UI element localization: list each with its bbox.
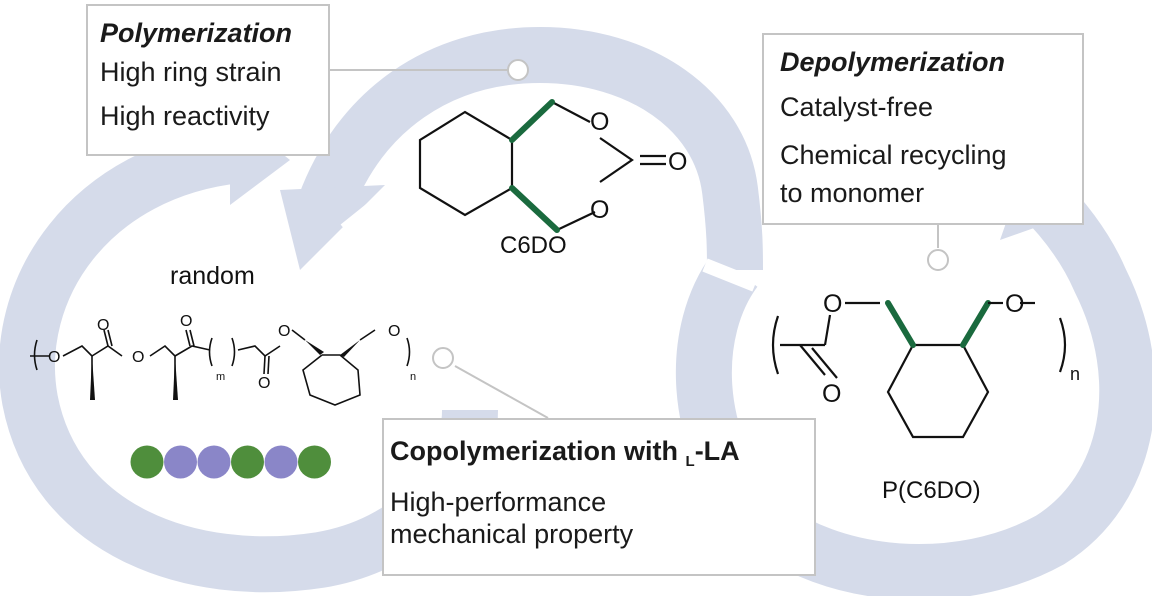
copolymer-atom-2: O xyxy=(97,317,109,334)
polymer-name: P(C6DO) xyxy=(882,477,981,504)
bead-purple xyxy=(264,445,298,479)
copolymer-atom-1: O xyxy=(48,349,60,366)
copolymer-atom-6: O xyxy=(278,323,290,340)
copolymer-atom-3: O xyxy=(132,349,144,366)
depolymerization-line-1: Catalyst-free xyxy=(780,92,934,122)
polymer-structure xyxy=(771,301,1067,439)
polymerization-title: Polymerization xyxy=(100,18,293,48)
copolymer-atom-4: O xyxy=(180,313,192,330)
copolymer-structure xyxy=(30,329,411,406)
copolymerization-title-end: -LA xyxy=(694,436,740,466)
copolymerization-title-main: Copolymerization with xyxy=(390,436,686,466)
depolymerization-title: Depolymerization xyxy=(780,47,1006,77)
copolymer-label: random xyxy=(170,262,255,290)
polymer-atom-1: O xyxy=(823,290,842,318)
monomer-atom-2: O xyxy=(590,196,609,224)
polymerization-callout: Polymerization High ring strain High rea… xyxy=(86,4,330,156)
depolymerization-callout: Depolymerization Catalyst-free Chemical … xyxy=(762,33,1084,225)
monomer-name: C6DO xyxy=(500,232,567,259)
bead-purple xyxy=(197,445,231,479)
monomer-green-bonds xyxy=(509,99,560,233)
polymer-chain-bonds xyxy=(823,301,1003,346)
sequence-beads xyxy=(130,445,331,479)
copolymerization-line-1: High-performance xyxy=(390,487,607,517)
depolymerization-line-3: to monomer xyxy=(780,178,925,208)
callout-connectors xyxy=(330,59,949,419)
copolymer-atom-5: O xyxy=(258,375,270,392)
bead-green xyxy=(130,445,164,479)
bead-purple xyxy=(164,445,197,479)
polymerization-line-2: High reactivity xyxy=(100,101,270,131)
polymer-atom-2: O xyxy=(1005,290,1024,318)
polymer-atom-3: O xyxy=(822,380,841,408)
polymer-subscript-n: n xyxy=(1070,364,1080,384)
copolymer-atom-7: O xyxy=(388,323,400,340)
bead-green xyxy=(231,445,264,479)
copolymer-wedge-bonds xyxy=(90,340,360,400)
copolymerization-title: Copolymerization with L-LA xyxy=(390,436,814,470)
monomer-structure xyxy=(418,101,666,231)
copolymer-sub-m: m xyxy=(216,371,225,383)
copolymer-sub-n: n xyxy=(410,371,416,383)
bead-green xyxy=(298,445,331,479)
monomer-atom-3: O xyxy=(668,148,687,176)
gap-right xyxy=(702,258,758,292)
top-cycle-arrowhead xyxy=(280,185,385,270)
copolymerization-callout: Copolymerization with L-LA High-performa… xyxy=(382,418,816,576)
polymer-green-bonds xyxy=(885,300,991,348)
polymerization-line-1: High ring strain xyxy=(100,57,282,87)
monomer-atom-1: O xyxy=(590,108,609,136)
copolymerization-title-sub: L xyxy=(685,453,695,470)
gap-left xyxy=(340,184,400,236)
top-cycle-arc xyxy=(298,26,763,271)
copolymerization-line-2: mechanical property xyxy=(390,519,634,549)
depolymerization-line-2: Chemical recycling xyxy=(780,140,1007,170)
